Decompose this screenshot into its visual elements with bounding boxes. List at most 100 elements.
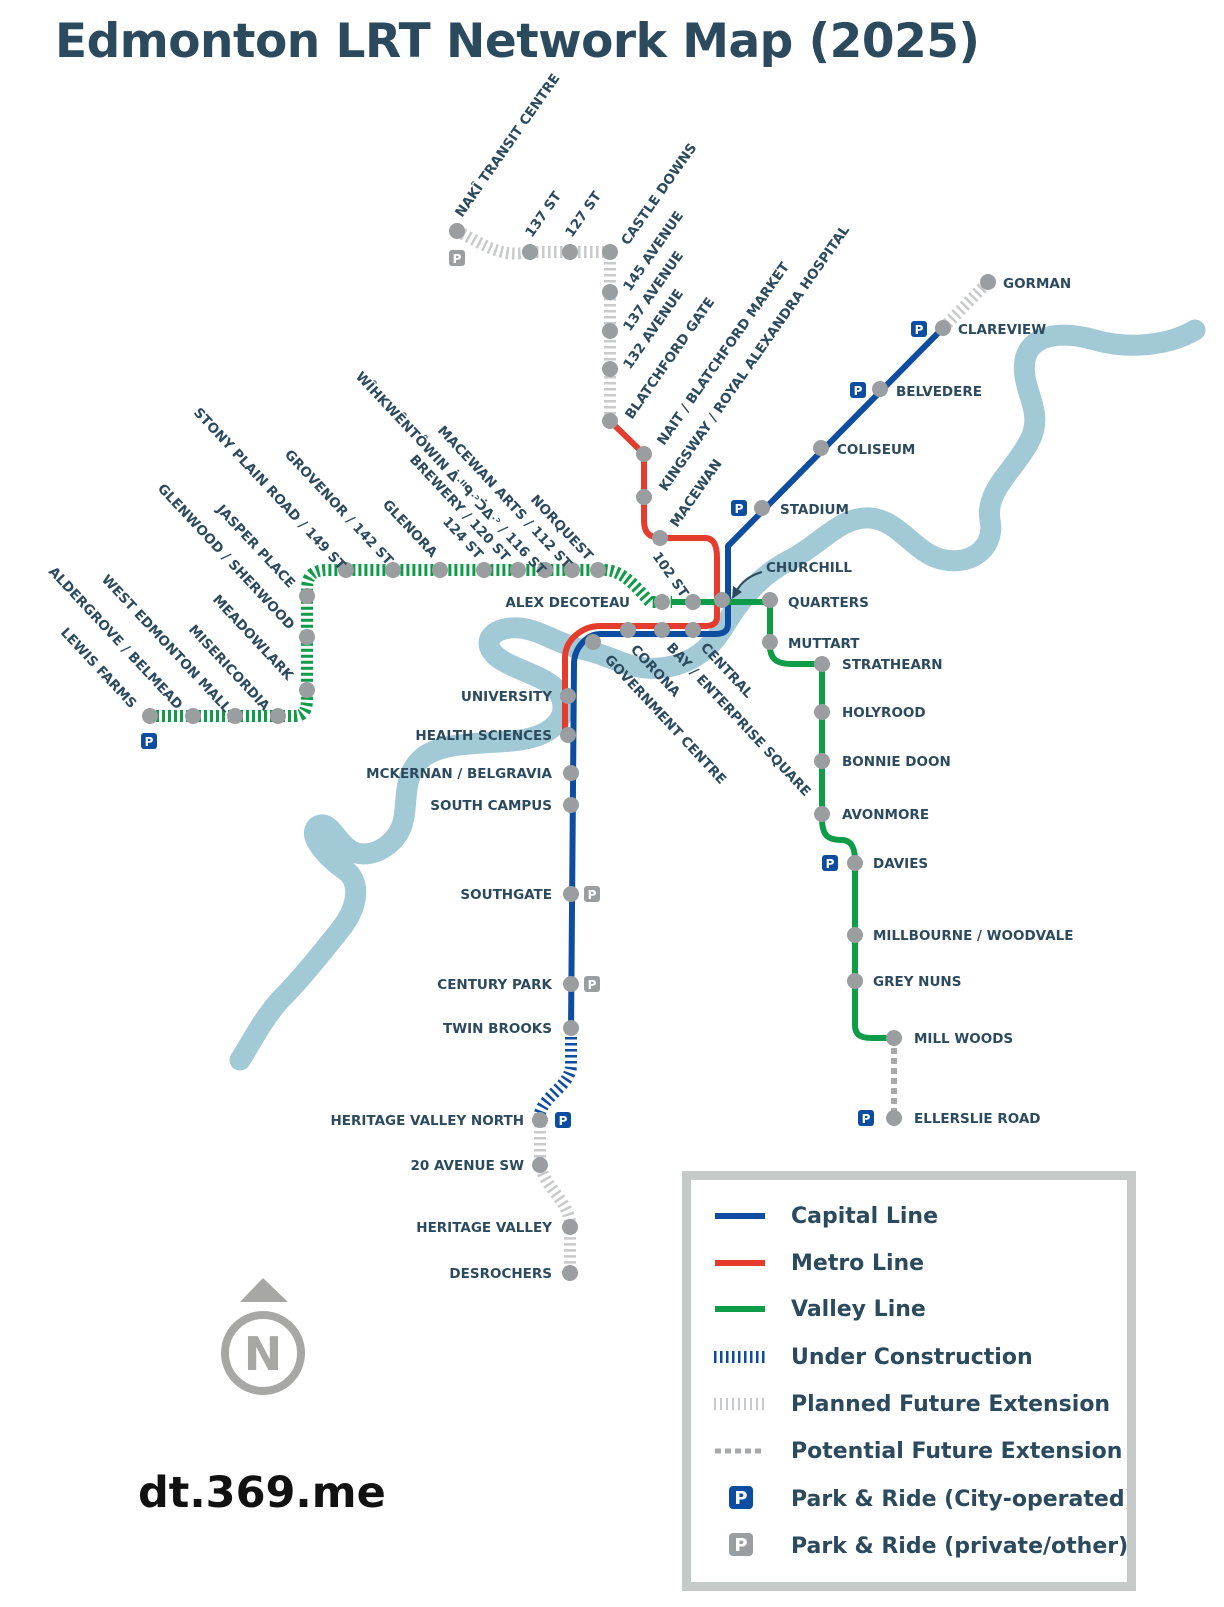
svg-text:P: P: [826, 857, 835, 871]
park-ride-city-icon: P: [850, 382, 866, 398]
stop-norquest: [590, 562, 606, 578]
label-mckernan: MCKERNAN / BELGRAVIA: [366, 766, 552, 782]
label-137st: 137 ST: [522, 188, 565, 240]
construction-valley-west: [150, 564, 672, 722]
stop-142st: [385, 562, 401, 578]
label-desrochers: DESROCHERS: [449, 1266, 552, 1282]
stop-glenora: [432, 562, 448, 578]
stop-meadowlark: [299, 682, 315, 698]
stop-20-ave-sw: [532, 1157, 548, 1173]
svg-text:P: P: [453, 252, 462, 266]
legend-potential: Potential Future Extension: [791, 1439, 1122, 1464]
label-university: UNIVERSITY: [461, 689, 552, 705]
svg-text:P: P: [734, 1535, 747, 1556]
stop-gorman: [980, 274, 996, 290]
station-labels: NAKÎ TRANSIT CENTRE 137 ST 127 ST CASTLE…: [45, 70, 1073, 1282]
legend: Capital Line Metro Line Valley Line Unde…: [714, 1204, 1135, 1559]
stop-mckernan: [563, 765, 579, 781]
label-lewis-farms: LEWIS FARMS: [57, 625, 140, 712]
stop-belvedere: [872, 381, 888, 397]
stop-grey-nuns: [847, 973, 863, 989]
svg-text:P: P: [915, 323, 924, 337]
legend-capital: Capital Line: [791, 1204, 938, 1229]
label-heritage-valley-north: HERITAGE VALLEY NORTH: [330, 1113, 524, 1129]
planned-capital-south: [534, 1113, 576, 1273]
stop-davies: [847, 855, 863, 871]
station-dots: [142, 223, 996, 1281]
construction-capital-south: [534, 1031, 577, 1116]
stop-alex-decoteau: [685, 594, 701, 610]
label-davies: DAVIES: [873, 856, 928, 872]
north-compass-icon: N: [221, 1278, 305, 1395]
label-holyrood: HOLYROOD: [842, 705, 926, 721]
stop-health-sciences: [560, 727, 576, 743]
stop-145-ave: [602, 284, 618, 300]
stop-west-ed: [227, 708, 243, 724]
park-ride-city-icon: P: [822, 855, 838, 871]
stop-muttart: [762, 634, 778, 650]
park-ride-private-icon: P: [449, 250, 465, 266]
stop-bay: [654, 622, 670, 638]
label-stadium: STADIUM: [780, 502, 849, 518]
stop-137-ave: [602, 323, 618, 339]
label-health-sciences: HEALTH SCIENCES: [415, 728, 552, 744]
stop-blatchford-gate: [602, 413, 618, 429]
metro-line: [562, 418, 720, 735]
park-ride-city-icon: P: [141, 733, 157, 749]
label-millbourne: MILLBOURNE / WOODVALE: [873, 928, 1074, 944]
label-avonmore: AVONMORE: [842, 807, 929, 823]
stop-nait: [636, 446, 652, 462]
valley-line: [672, 599, 894, 1041]
park-ride-private-icon: P: [584, 886, 600, 902]
stop-102st: [654, 594, 670, 610]
park-ride-city-icon: P: [731, 500, 747, 516]
stop-jasper-place: [299, 588, 315, 604]
label-heritage-valley: HERITAGE VALLEY: [416, 1220, 552, 1236]
stop-127st: [562, 244, 578, 260]
stop-glenwood: [299, 629, 315, 645]
stop-coliseum: [813, 440, 829, 456]
stop-116st: [537, 562, 553, 578]
label-belvedere: BELVEDERE: [896, 384, 982, 400]
label-127st: 127 ST: [562, 188, 605, 240]
planned-gorman: [938, 277, 993, 333]
stop-bonnie-doon: [814, 753, 830, 769]
svg-text:P: P: [559, 1114, 568, 1128]
svg-text:P: P: [735, 502, 744, 516]
stop-heritage-valley: [562, 1219, 578, 1235]
label-clareview: CLAREVIEW: [958, 322, 1046, 338]
stop-ellerslie: [886, 1110, 902, 1126]
svg-text:P: P: [588, 888, 597, 902]
stop-university: [560, 688, 576, 704]
label-20-ave-sw: 20 AVENUE SW: [411, 1158, 525, 1174]
stop-twin-brooks: [563, 1020, 579, 1036]
label-grey-nuns: GREY NUNS: [873, 974, 961, 990]
map-title: Edmonton LRT Network Map (2025): [55, 14, 980, 69]
svg-text:P: P: [145, 735, 154, 749]
park-ride-city-icon: P: [555, 1112, 571, 1128]
stop-stadium: [754, 500, 770, 516]
stop-macewan: [652, 530, 668, 546]
label-alex-decoteau: ALEX DECOTEAU: [505, 595, 630, 611]
stop-124st: [476, 562, 492, 578]
capital-line: [568, 325, 946, 1032]
stop-misericordia: [270, 708, 286, 724]
stop-149st: [338, 562, 354, 578]
label-twin-brooks: TWIN BROOKS: [443, 1021, 552, 1037]
park-ride-private-icon: P: [584, 976, 600, 992]
legend-under-construction: Under Construction: [791, 1345, 1033, 1370]
stop-century-park: [563, 976, 579, 992]
svg-text:P: P: [734, 1488, 747, 1509]
site-credit: dt.369.me: [138, 1468, 386, 1518]
label-churchill: CHURCHILL: [766, 560, 852, 576]
label-century-park: CENTURY PARK: [437, 977, 552, 993]
stop-heritage-valley-north: [532, 1112, 548, 1128]
stop-strathearn: [814, 656, 830, 672]
stop-churchill: [714, 592, 730, 608]
stop-mill-woods: [886, 1030, 902, 1046]
stop-avonmore: [814, 806, 830, 822]
stop-132-ave: [602, 361, 618, 377]
label-bonnie-doon: BONNIE DOON: [842, 754, 951, 770]
north-saskatchewan-river: [229, 319, 1206, 1071]
legend-metro: Metro Line: [791, 1251, 924, 1276]
